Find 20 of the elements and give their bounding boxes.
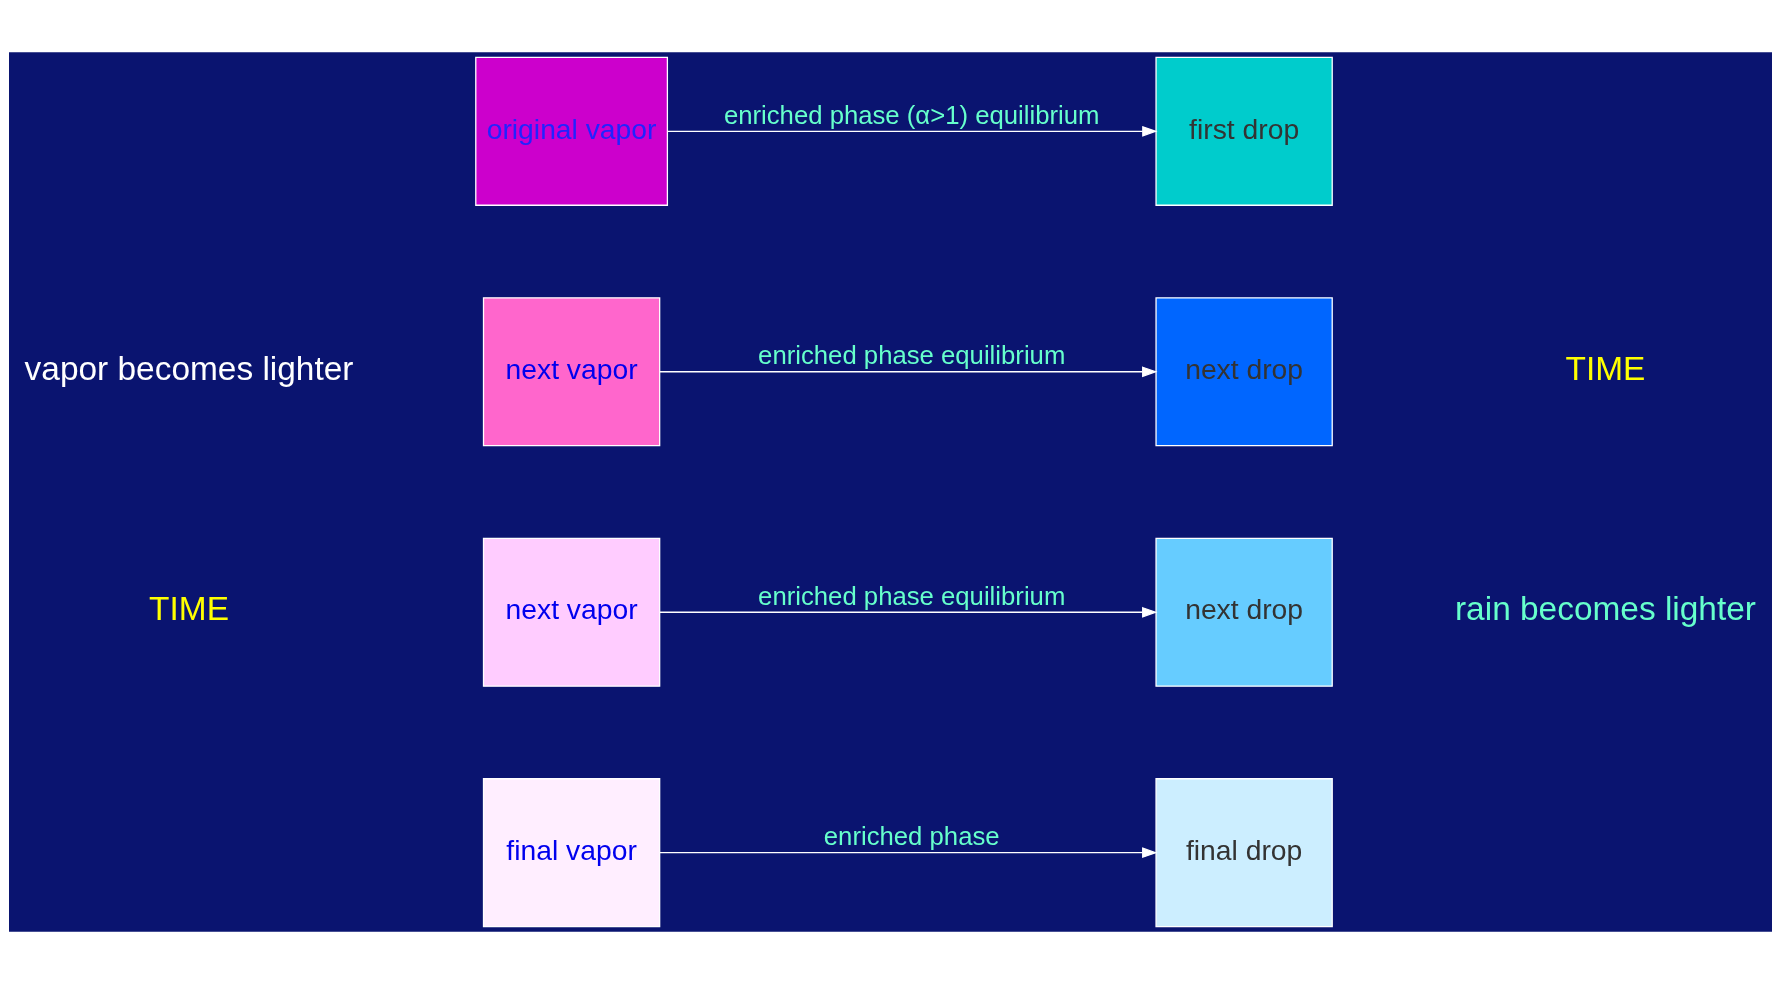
- node-box: next drop: [1154, 537, 1333, 687]
- node-box: next drop: [1154, 296, 1333, 446]
- edge-label: enriched phase: [823, 821, 1000, 850]
- node-box: final drop: [1154, 777, 1333, 927]
- edge-label: enriched phase equilibrium: [757, 581, 1065, 610]
- label: TIME: [1565, 349, 1645, 387]
- arrow: [666, 125, 1158, 137]
- node-box: first drop: [1154, 56, 1333, 206]
- arrow: [658, 606, 1158, 618]
- arrow: [658, 846, 1158, 858]
- arrow: [658, 365, 1158, 377]
- node-box: final vapor: [482, 777, 660, 927]
- node-box: original vapor: [474, 56, 668, 206]
- edge-label: enriched phase (α>1) equilibrium: [723, 100, 1100, 129]
- label: TIME: [148, 589, 229, 627]
- edge-label: enriched phase equilibrium: [757, 340, 1065, 369]
- node-box: next vapor: [482, 537, 660, 687]
- label: rain becomes lighter: [1454, 589, 1756, 627]
- label: vapor becomes lighter: [24, 349, 353, 387]
- node-box: next vapor: [482, 296, 660, 446]
